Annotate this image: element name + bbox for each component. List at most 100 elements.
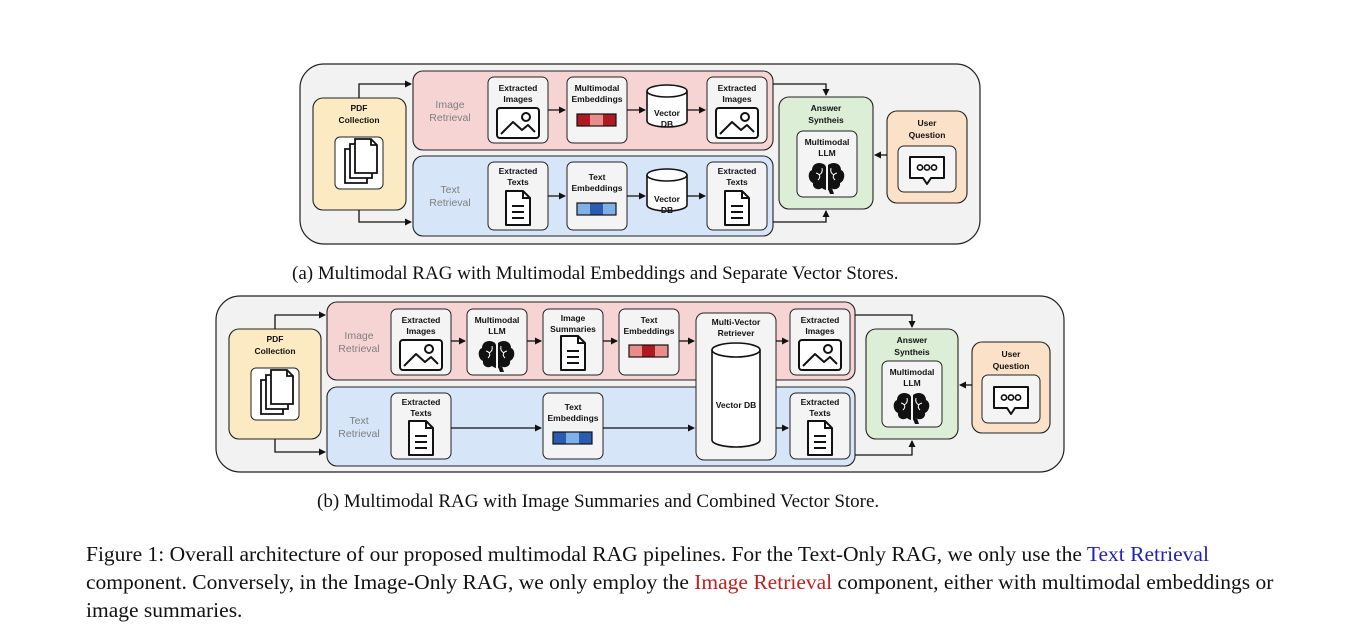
embedding-vector-blue-icon [576,202,617,216]
pdf-label-line2: Collection [254,346,295,356]
document-icon [408,420,434,456]
image-section-line2: Retrieval [429,112,470,124]
document-icon [560,335,586,371]
vector-db-text-line1: Vector [654,194,681,204]
embedding-vector-blue-icon [552,431,593,445]
arrow-b-image-to-answer [855,314,916,328]
llm-line1: Multimodal [890,367,935,377]
user-line2: Question [909,130,946,140]
extracted-texts-line2: Texts [410,408,432,418]
extracted-images-out-line2: Images [722,94,752,104]
document-icon [724,190,750,226]
llm-line2: LLM [903,378,920,388]
image-summaries-line2: Summaries [550,324,596,334]
arrow-pdf-to-text [274,439,326,456]
caption-part-1: Figure 1: Overall architecture of our pr… [86,542,1087,566]
mm-embeddings-line1: Multimodal [575,83,620,93]
vector-db-label: Vector DB [716,400,757,410]
arrow-a-text-to-answer [773,210,830,223]
text-embeddings-line2: Embeddings [571,183,622,193]
arrow-pdf-to-image [358,80,412,98]
image-icon [399,339,443,371]
mm-embeddings-line2: Embeddings [571,94,622,104]
extracted-texts-out-line1: Extracted [801,397,840,407]
image-section-line1: Image [435,99,464,111]
vector-db-combined: Vector DB [711,342,761,448]
extracted-images-out-line1: Extracted [718,83,757,93]
image-section-line1: Image [344,330,373,342]
extracted-texts-line1: Extracted [499,166,538,176]
image-icon [798,339,842,371]
text-embeddings-img-box [618,308,680,376]
text-section-line2: Retrieval [429,197,470,209]
retriever-line1: Multi-Vector [712,317,761,327]
text-section-line1: Text [440,184,459,196]
answer-line1: Answer [897,335,928,345]
image-icon [496,107,540,139]
llm-line1: Multimodal [805,137,850,147]
embedding-vector-red-icon [576,113,617,127]
user-line1: User [1002,349,1022,359]
answer-line2: Syntheis [894,347,930,357]
arrow-pdf-to-image [274,311,326,329]
arrow-b-text-to-answer [855,440,916,456]
document-icon [505,190,531,226]
answer-line1: Answer [811,103,842,113]
text-embeddings-line1: Text [565,402,582,412]
subfigure-b-caption: (b) Multimodal RAG with Image Summaries … [317,491,880,512]
extracted-texts-line1: Extracted [402,397,441,407]
embedding-vector-red-icon [628,344,669,358]
llm-line2: LLM [818,148,835,158]
image-summaries-line1: Image [561,313,586,323]
extracted-texts-line2: Texts [507,177,529,187]
vector-db-text-line2: DB [661,205,673,215]
user-line2: Question [993,361,1030,371]
caption-text-retrieval: Text Retrieval [1086,542,1209,566]
extracted-images-line2: Images [406,326,436,336]
figure-caption: Figure 1: Overall architecture of our pr… [86,540,1276,624]
caption-image-retrieval: Image Retrieval [694,570,833,594]
extracted-images-out-line2: Images [805,326,835,336]
vector-db-line2: DB [661,119,673,129]
arrow-a-image-to-answer [773,83,830,96]
text-section-line1: Text [349,415,368,427]
pdf-label-line2: Collection [338,115,379,125]
image-section-line2: Retrieval [338,343,379,355]
image-icon [715,107,759,139]
text-embeddings-line1: Text [589,172,606,182]
extracted-images-line1: Extracted [402,315,441,325]
text-embeddings-line2: Embeddings [547,413,598,423]
pdf-label-line1: PDF [351,103,368,113]
subfigure-a-caption: (a) Multimodal RAG with Multimodal Embed… [292,263,899,284]
